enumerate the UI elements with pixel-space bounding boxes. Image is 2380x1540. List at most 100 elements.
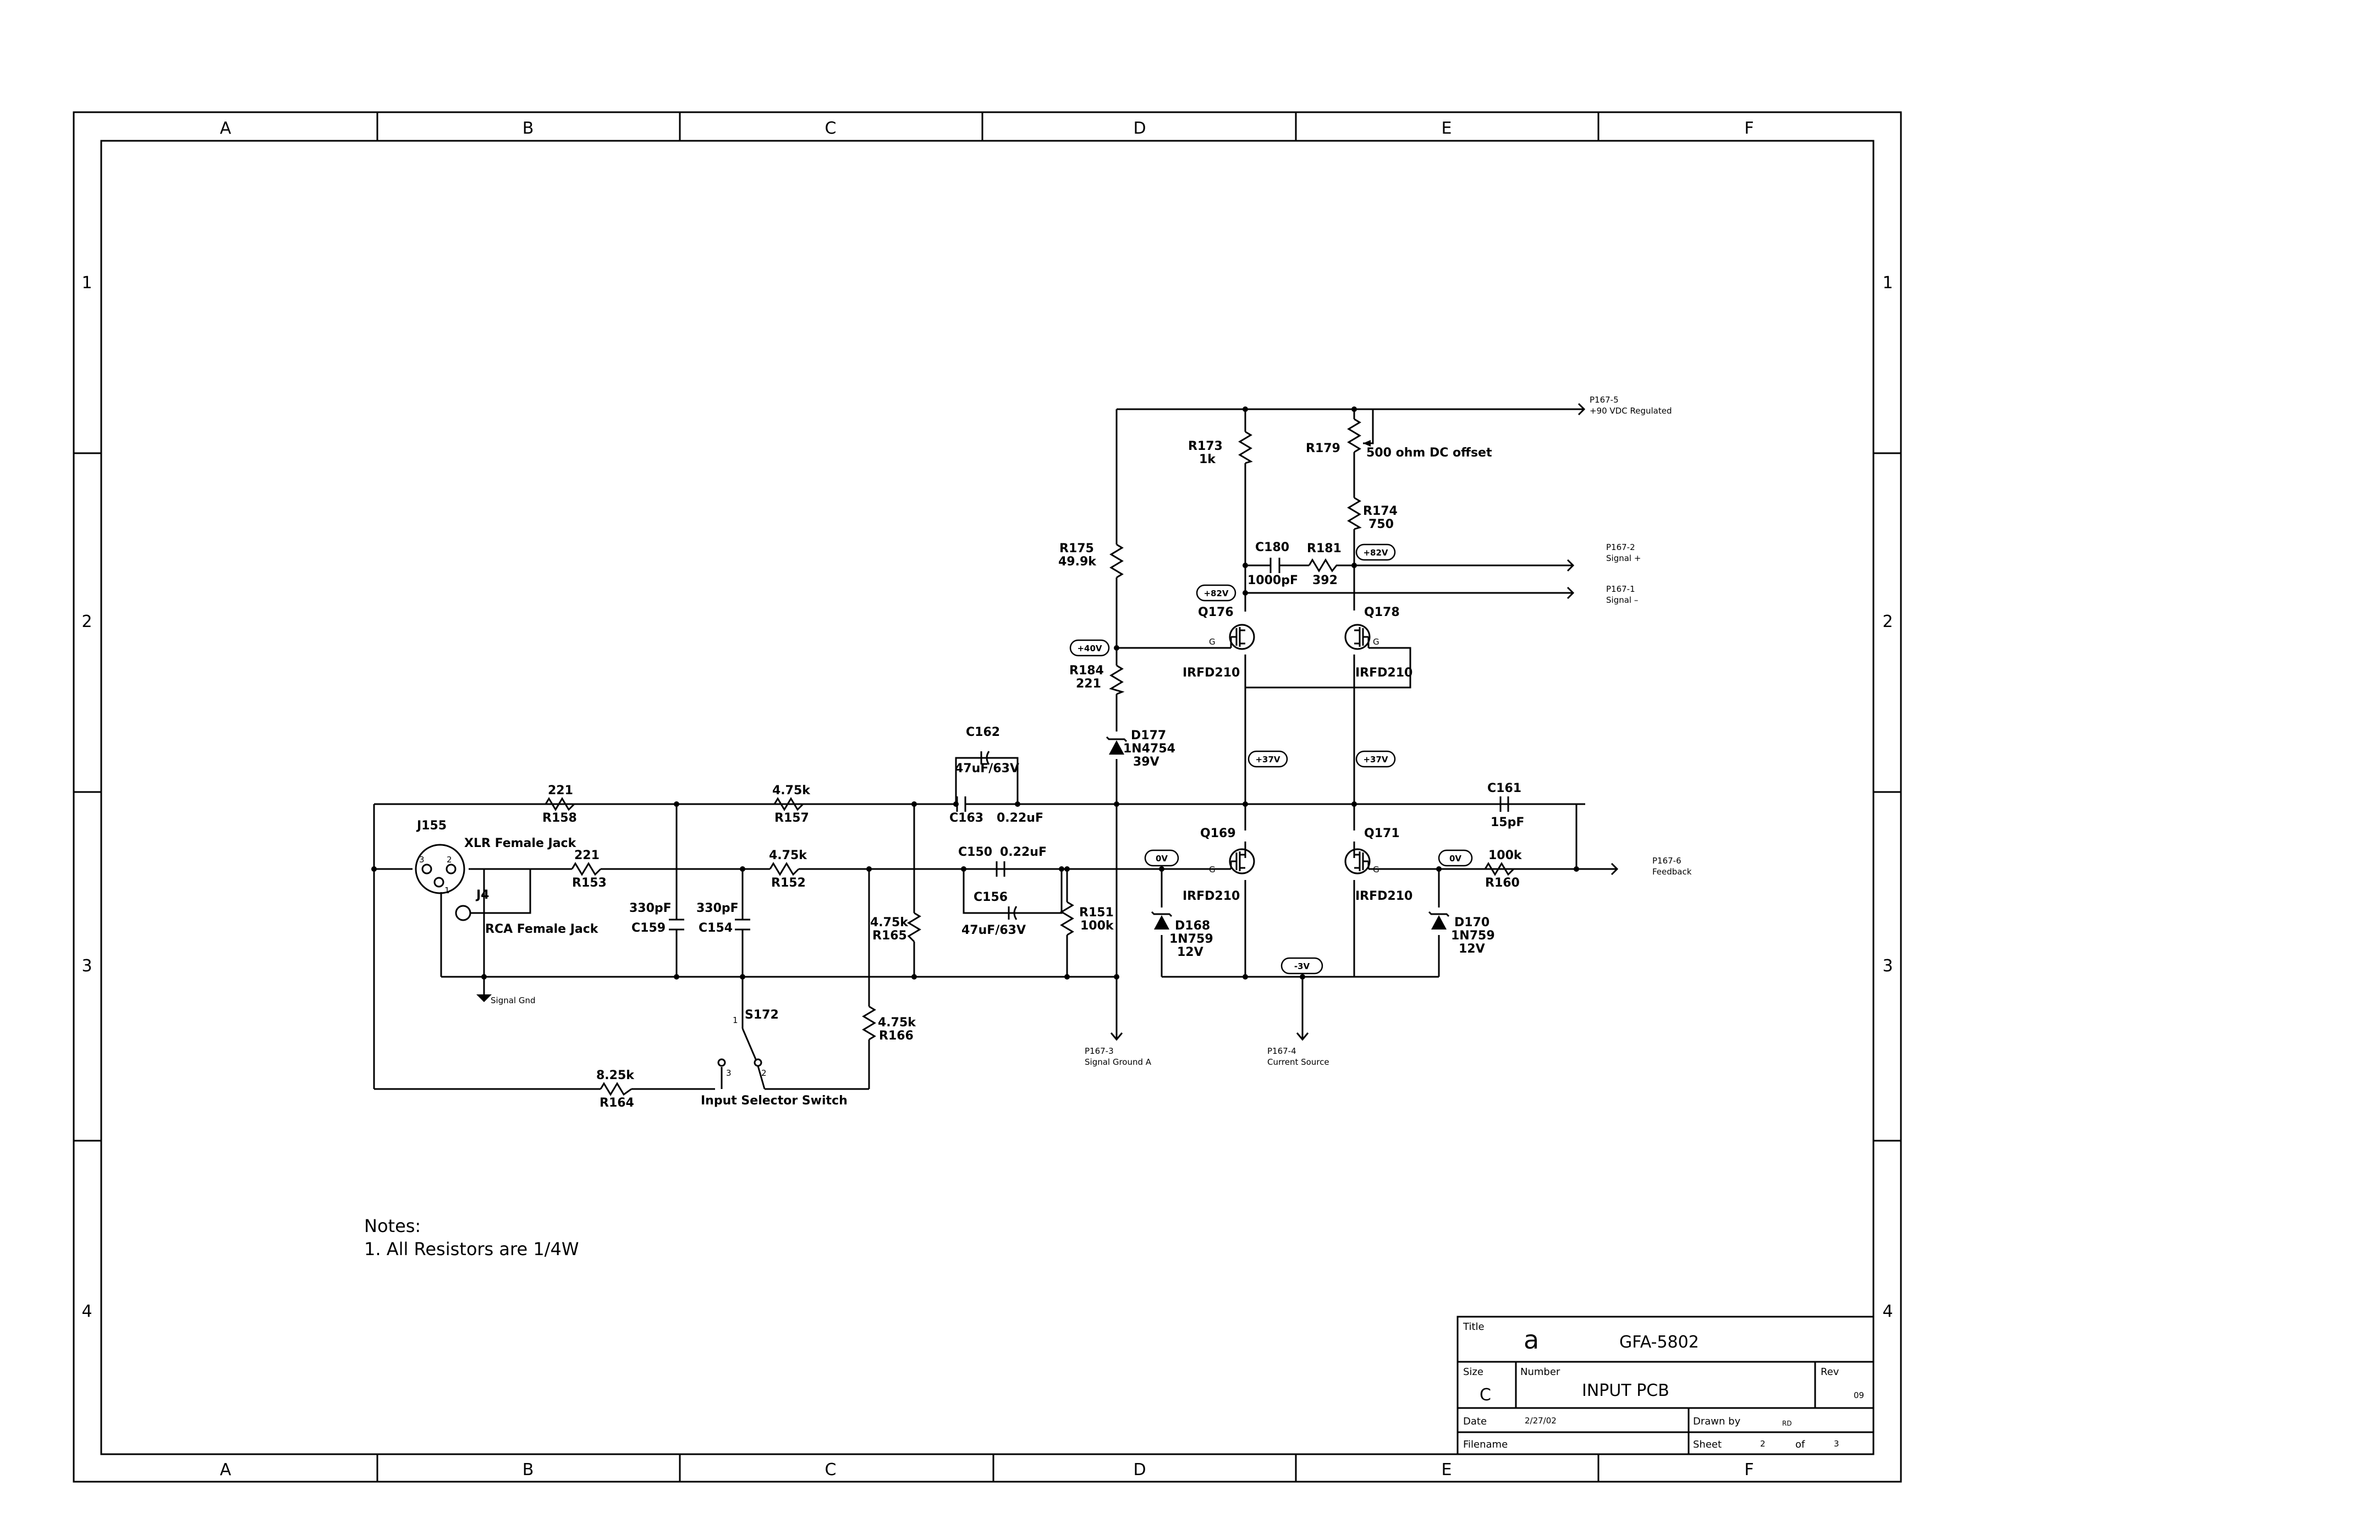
p167-1-desc: Signal – [1606, 595, 1638, 605]
j155-pin-3: 3 [419, 855, 425, 865]
r184-symbol [1109, 664, 1125, 695]
r174-symbol [1347, 497, 1362, 530]
tb-of-value: 3 [1834, 1439, 1839, 1449]
d168-ref: D168 [1175, 919, 1210, 933]
p167-4-pin: P167-4 [1267, 1046, 1296, 1056]
p167-5-desc: +90 VDC Regulated [1590, 406, 1672, 416]
zone-row-2-left: 2 [81, 612, 92, 631]
tb-title-mark: a [1524, 1325, 1539, 1355]
r158-value: 221 [548, 784, 573, 798]
transistor-symbols [1229, 624, 1371, 875]
q169-ref: Q169 [1200, 827, 1236, 840]
d170-value: 1N759 [1451, 929, 1495, 943]
d168-value: 1N759 [1169, 932, 1213, 946]
q169-value: IRFD210 [1183, 889, 1240, 903]
c162-value: 47uF/63V [955, 762, 1019, 776]
r165-ref: R165 [872, 929, 907, 943]
diode-symbols [1106, 736, 1450, 930]
tb-drawn-label: Drawn by [1693, 1416, 1741, 1427]
q178-symbol [1344, 624, 1371, 650]
zone-col-a-bottom: A [220, 1460, 232, 1480]
r165-symbol [907, 912, 921, 943]
xlr-jack-symbol [415, 844, 465, 894]
c163-ref: C163 [949, 811, 983, 825]
c159-value: 330pF [629, 901, 672, 915]
resistor-symbols [374, 418, 1515, 1096]
q171-value: IRFD210 [1355, 889, 1412, 903]
r164-symbol [600, 1082, 632, 1096]
zone-row-1-left: 1 [81, 273, 92, 293]
r179-ref: R179 [1306, 442, 1340, 455]
r152-ref: R152 [771, 876, 806, 890]
j155-pin-2: 2 [447, 855, 452, 865]
r181-value: 392 [1312, 574, 1338, 587]
flag-40v: +40V [1077, 644, 1102, 653]
q176-symbol [1229, 624, 1255, 650]
q171-pin-g: G [1373, 865, 1379, 875]
flag-0v-a: 0V [1156, 854, 1168, 864]
p167-5-pin: P167-5 [1590, 395, 1619, 405]
flag-82v-b: +82V [1203, 588, 1228, 598]
zone-col-f-top: F [1744, 119, 1754, 138]
r158-symbol [545, 797, 575, 811]
r153-value: 221 [574, 849, 600, 862]
zone-labels: A B C D E F A B C D E F 1 2 3 4 1 2 3 4 [81, 119, 1893, 1480]
p167-6-pin: P167-6 [1652, 856, 1681, 866]
tb-sheet-label: Sheet [1693, 1439, 1722, 1450]
d177-ref: D177 [1131, 729, 1166, 743]
junctions [371, 406, 1579, 980]
p167-3-pin: P167-3 [1085, 1046, 1114, 1056]
flag-37v-a: +37V [1255, 755, 1280, 765]
zone-row-2-right: 2 [1882, 612, 1893, 631]
q178-pin-g: G [1373, 637, 1379, 647]
r179-symbol [1347, 418, 1361, 453]
p167-6-desc: Feedback [1652, 867, 1692, 877]
q169-pin-g: G [1209, 865, 1216, 875]
q176-pin-g: G [1209, 637, 1216, 647]
p167-4-desc: Current Source [1267, 1057, 1329, 1067]
zone-col-a-top: A [220, 119, 232, 138]
r151-ref: R151 [1079, 906, 1114, 920]
r151-value: 100k [1080, 919, 1114, 933]
s172-desc: Input Selector Switch [701, 1094, 848, 1108]
d177-voltage: 39V [1133, 755, 1159, 769]
q176-ref: Q176 [1198, 606, 1234, 619]
zone-row-3-left: 3 [81, 956, 92, 976]
r160-value: 100k [1488, 849, 1522, 862]
r157-ref: R157 [774, 811, 809, 825]
s172-ref: S172 [745, 1008, 779, 1022]
r158-ref: R158 [542, 811, 577, 825]
tb-number-value: INPUT PCB [1582, 1381, 1669, 1400]
tb-of-label: of [1795, 1439, 1805, 1450]
r174-ref: R174 [1363, 504, 1398, 518]
connector-arrows [1110, 403, 1619, 1041]
j155-ref: J155 [416, 819, 447, 833]
p167-2-pin: P167-2 [1606, 542, 1635, 552]
wires [373, 408, 1617, 1090]
d170-symbol [1428, 911, 1450, 930]
tb-number-label: Number [1520, 1366, 1560, 1378]
r173-ref: R173 [1188, 439, 1223, 453]
c163-value: 0.22uF [997, 811, 1043, 825]
s172-pin-3: 3 [726, 1068, 732, 1078]
drawing-border [73, 111, 1902, 1483]
r175-ref: R175 [1059, 542, 1094, 556]
s172-pin-1: 1 [733, 1015, 738, 1025]
notes-heading: Notes: [364, 1216, 421, 1236]
zone-col-f-bottom: F [1744, 1460, 1754, 1480]
flag-82v-a: +82V [1363, 548, 1388, 558]
r179-value: 500 ohm DC offset [1366, 446, 1492, 460]
r181-ref: R181 [1307, 542, 1342, 556]
c161-ref: C161 [1487, 782, 1521, 795]
c162-ref: C162 [966, 725, 1000, 739]
r184-value: 221 [1076, 677, 1101, 691]
r152-symbol [769, 862, 800, 876]
capacitor-symbols [669, 558, 1509, 931]
c159-ref: C159 [631, 921, 666, 935]
c180-value: 1000pF [1247, 574, 1298, 587]
r173-symbol [1238, 431, 1253, 464]
labels: P167-5 +90 VDC Regulated P167-2 Signal +… [416, 395, 1692, 1110]
r160-ref: R160 [1485, 876, 1520, 890]
r175-symbol [1109, 543, 1124, 579]
